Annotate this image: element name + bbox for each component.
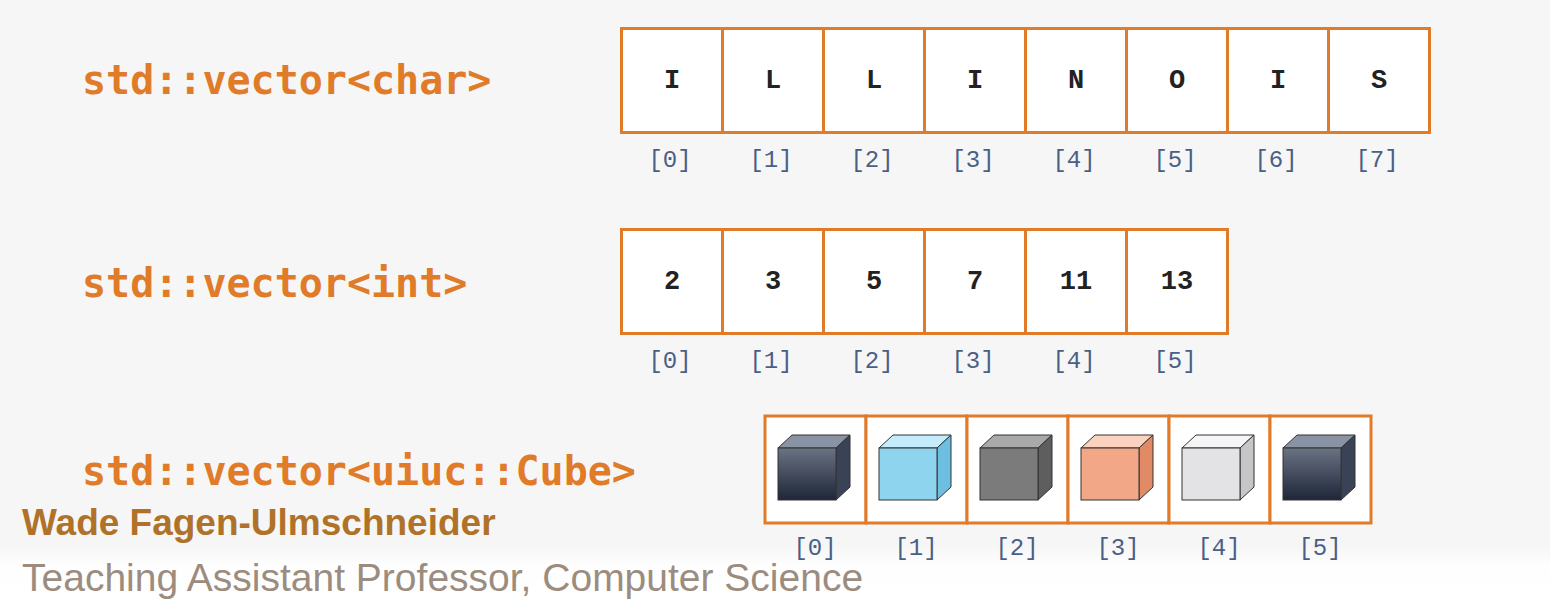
vector-cell: I	[1226, 27, 1330, 134]
cell-value: I	[967, 66, 983, 96]
vector-cell: L	[721, 27, 825, 134]
cube-cell	[1169, 416, 1270, 523]
cell-value: I	[1270, 66, 1286, 96]
index-label: [2]	[850, 348, 893, 375]
cell-value: 5	[866, 267, 882, 297]
vector-cell: O	[1125, 27, 1229, 134]
index-label: [2]	[995, 535, 1038, 562]
cell-value: N	[1068, 66, 1084, 96]
cell-value: L	[765, 66, 781, 96]
cell-value: 7	[967, 267, 983, 297]
cube-side	[836, 435, 850, 500]
vector-cell: 11	[1024, 228, 1128, 335]
cube-front	[879, 448, 937, 500]
cell-value: 3	[765, 267, 781, 297]
index-label: [3]	[951, 147, 994, 174]
vector-cell: 3	[721, 228, 825, 335]
cell-value: L	[866, 66, 882, 96]
cell-value: S	[1371, 66, 1387, 96]
vector-cell: N	[1024, 27, 1128, 134]
index-label: [7]	[1355, 147, 1398, 174]
cube-front	[1081, 448, 1139, 500]
type-label: std::vector<int>	[82, 260, 467, 306]
cube-side	[1341, 435, 1355, 500]
index-label: [2]	[850, 147, 893, 174]
cell-value: I	[664, 66, 680, 96]
index-label: [5]	[1298, 535, 1341, 562]
index-label: [3]	[1096, 535, 1139, 562]
vector-cell: I	[620, 27, 724, 134]
cube-front	[1283, 448, 1341, 500]
cube-front	[778, 448, 836, 500]
vector-cell: S	[1327, 27, 1431, 134]
index-label: [0]	[648, 147, 691, 174]
vector-cell: 13	[1125, 228, 1229, 335]
cube-vector	[765, 416, 1371, 523]
cube-front	[980, 448, 1038, 500]
vector-cell: 5	[822, 228, 926, 335]
vector-cell: L	[822, 27, 926, 134]
type-label: std::vector<uiuc::Cube>	[82, 448, 636, 494]
cube-cell	[967, 416, 1068, 523]
cube-cell	[1068, 416, 1169, 523]
cube-side	[1240, 435, 1254, 500]
presenter-title: Teaching Assistant Professor, Computer S…	[22, 556, 863, 600]
cell-value: 13	[1161, 267, 1193, 297]
cell-value: O	[1169, 66, 1185, 96]
index-label: [3]	[951, 348, 994, 375]
cell-value: 2	[664, 267, 680, 297]
index-label: [1]	[894, 535, 937, 562]
cube-front	[1182, 448, 1240, 500]
index-label: [4]	[1052, 147, 1095, 174]
cube-side	[1038, 435, 1052, 500]
index-label: [1]	[749, 147, 792, 174]
index-label: [5]	[1153, 147, 1196, 174]
vector-cell: I	[923, 27, 1027, 134]
index-label: [6]	[1254, 147, 1297, 174]
index-label: [0]	[648, 348, 691, 375]
cube-side	[1139, 435, 1153, 500]
index-label: [4]	[1052, 348, 1095, 375]
presenter-name: Wade Fagen-Ulmschneider	[22, 502, 496, 544]
vector-cell: 7	[923, 228, 1027, 335]
type-label: std::vector<char>	[82, 57, 491, 103]
cube-side	[937, 435, 951, 500]
vector-cell: 2	[620, 228, 724, 335]
index-label: [5]	[1153, 348, 1196, 375]
cube-cell	[1270, 416, 1371, 523]
cube-cell	[866, 416, 967, 523]
cube-cell	[765, 416, 866, 523]
cell-value: 11	[1060, 267, 1092, 297]
index-label: [4]	[1197, 535, 1240, 562]
index-label: [1]	[749, 348, 792, 375]
